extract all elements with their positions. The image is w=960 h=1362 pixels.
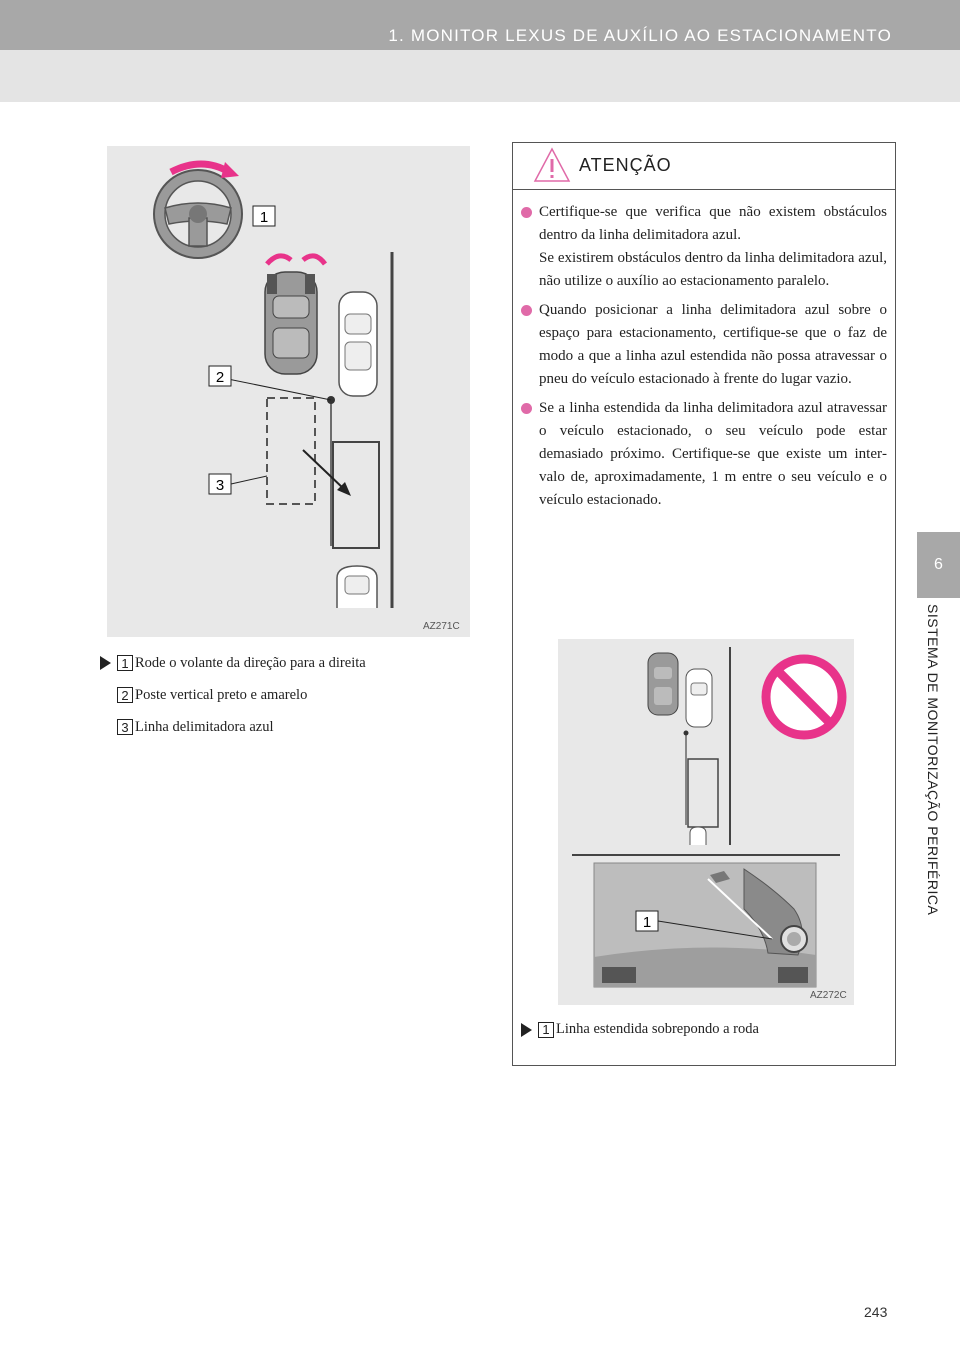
legend-text: Rode o volante da direção para a direita [135, 654, 366, 671]
header-band [0, 0, 960, 50]
callout-2: 2 [216, 369, 224, 386]
figure-code: AZ272C [810, 990, 847, 1001]
legend-number: 2 [117, 687, 133, 703]
bullet-dot-icon [521, 207, 532, 218]
warning-triangle-icon [533, 147, 571, 182]
warning-title: ATENÇÃO [579, 155, 672, 175]
bullet-dot-icon [521, 305, 532, 316]
screen-mode-button [602, 967, 636, 983]
legend-text: Poste vertical preto e amarelo [135, 686, 308, 703]
figure-note: 1 Linha estendida sobrepondo a roda [521, 1021, 759, 1038]
rear-car-icon [336, 565, 378, 608]
screen-camera-button [778, 967, 808, 983]
parked-car-icon [338, 291, 378, 397]
warning-box: ATENÇÃO Certifique-se que verifica que n… [512, 142, 896, 1066]
figure-code: AZ271C [423, 621, 460, 632]
figure-legend: 1 Rode o volante da direção para a direi… [100, 654, 480, 750]
parking-diagram-illustration: 1 2 3 [153, 160, 394, 608]
legend-item: 3 Linha delimitadora azul [100, 718, 480, 736]
parked-car-icon [647, 652, 679, 716]
callout-1: 1 [643, 914, 651, 931]
section-title: 1. MONITOR LEXUS DE AUXÍLIO AO ESTACIONA… [388, 26, 892, 45]
steering-wheel-icon [153, 169, 243, 259]
header-subband [0, 50, 960, 102]
warning-header: ATENÇÃO [513, 143, 895, 190]
warning-bullets: Certifique-se que verifica que não exis­… [521, 201, 887, 518]
chapter-tab-label: SISTEMA DE MONITORIZAÇÃO PERIFÉRICA [925, 604, 941, 916]
note-number: 1 [538, 1021, 554, 1038]
legend-text: Linha delimitadora azul [135, 718, 274, 735]
parking-diagram-figure: 1 2 3 [107, 146, 470, 637]
warning-bullet: Certifique-se que verifica que não exis­… [521, 201, 887, 293]
legend-number: 1 [117, 655, 133, 671]
note-text: Linha estendida sobrepondo a roda [556, 1021, 759, 1037]
legend-item: 2 Poste vertical preto e amarelo [100, 686, 480, 704]
bullet-dot-icon [521, 403, 532, 414]
page-number: 243 [864, 1304, 888, 1320]
extended-line-illustration: 1 [572, 647, 847, 988]
arrow-right-icon [100, 656, 111, 670]
callout-1: 1 [260, 209, 268, 226]
callout-3: 3 [216, 477, 224, 494]
prohibited-icon [761, 654, 847, 740]
legend-number: 3 [117, 719, 133, 735]
warning-bullet: Quando posicionar a linha delimitadora a… [521, 299, 887, 391]
own-car-icon [264, 271, 318, 375]
warning-bullet: Se a linha estendida da linha delimitado… [521, 397, 887, 512]
legend-item: 1 Rode o volante da direção para a direi… [100, 654, 480, 672]
arrow-right-icon [521, 1022, 532, 1037]
own-car-icon [685, 668, 713, 728]
extended-line-figure: 1 AZ272C [558, 639, 854, 1005]
chapter-tab-number[interactable]: 6 [917, 532, 960, 598]
